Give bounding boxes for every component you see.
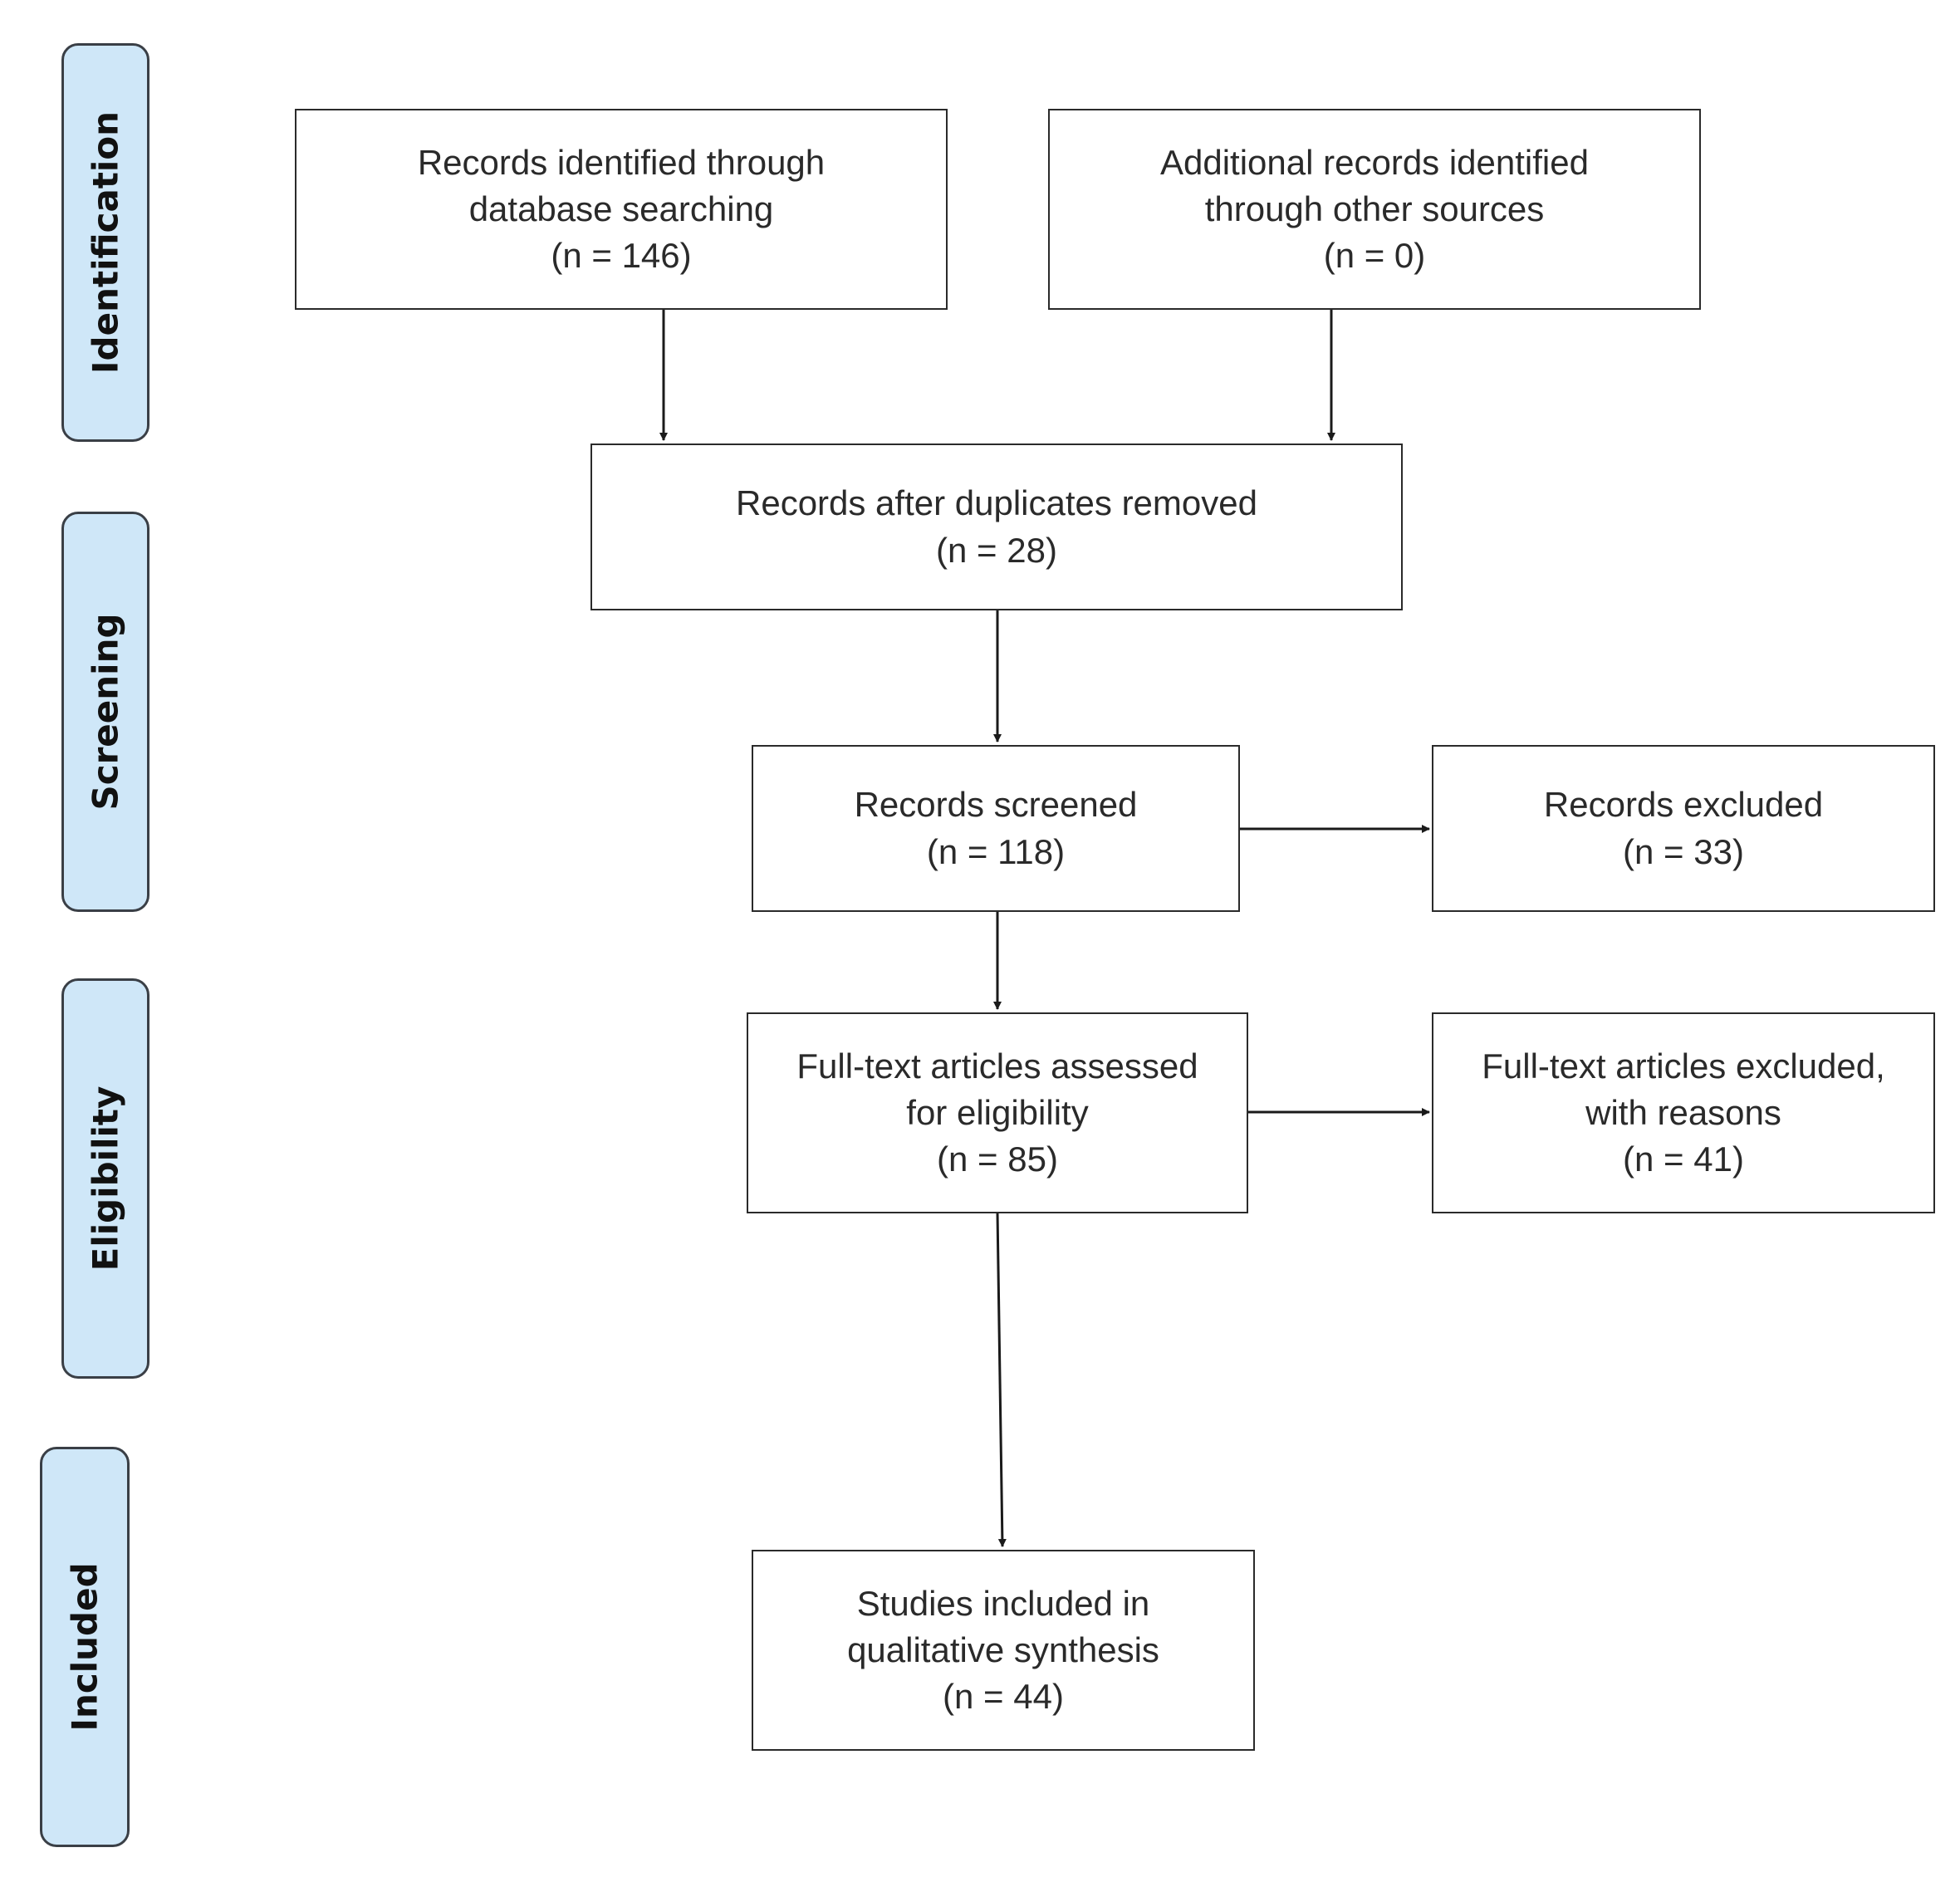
box-text-line: Full-text articles assessed — [796, 1046, 1198, 1086]
box-fulltext-excluded: Full-text articles excluded, with reason… — [1432, 1012, 1935, 1213]
box-count: (n = 33) — [1623, 831, 1744, 871]
box-count: (n = 0) — [1323, 236, 1426, 276]
box-other-sources: Additional records identified through ot… — [1048, 109, 1701, 310]
box-records-excluded: Records excluded (n = 33) — [1432, 745, 1935, 912]
box-included-studies: Studies included in qualitative synthesi… — [752, 1550, 1255, 1751]
phase-screening: Screening — [61, 512, 149, 912]
box-text-line: through other sources — [1204, 189, 1545, 228]
box-text-line: database searching — [468, 189, 774, 228]
box-count: (n = 146) — [551, 236, 692, 276]
box-text-line: Records after duplicates removed — [736, 483, 1257, 523]
box-text-line: Records screened — [854, 785, 1138, 825]
box-count: (n = 118) — [926, 831, 1066, 871]
box-text-line: with reasons — [1585, 1092, 1781, 1132]
box-text-line: Studies included in — [856, 1583, 1150, 1623]
phase-identification: Identification — [61, 43, 149, 442]
box-text-line: for eligibility — [906, 1092, 1089, 1132]
box-fulltext-assessed: Full-text articles assessed for eligibil… — [747, 1012, 1248, 1213]
phase-eligibility: Eligibility — [61, 978, 149, 1379]
box-text-line: Additional records identified — [1160, 142, 1589, 182]
box-text-line: Records identified through — [417, 142, 826, 182]
arrow-fulltext-to-included — [996, 1212, 1007, 1547]
box-count: (n = 28) — [936, 530, 1057, 570]
box-count: (n = 85) — [937, 1139, 1058, 1179]
box-after-duplicates: Records after duplicates removed (n = 28… — [590, 444, 1403, 610]
box-database-records: Records identified through database sear… — [295, 109, 948, 310]
box-text-line: qualitative synthesis — [847, 1630, 1159, 1669]
phase-included: Included — [40, 1447, 130, 1847]
box-text-line: Full-text articles excluded, — [1482, 1046, 1885, 1086]
box-count: (n = 41) — [1623, 1139, 1744, 1179]
box-records-screened: Records screened (n = 118) — [752, 745, 1240, 912]
box-count: (n = 44) — [943, 1677, 1064, 1717]
box-text-line: Records excluded — [1543, 785, 1824, 825]
